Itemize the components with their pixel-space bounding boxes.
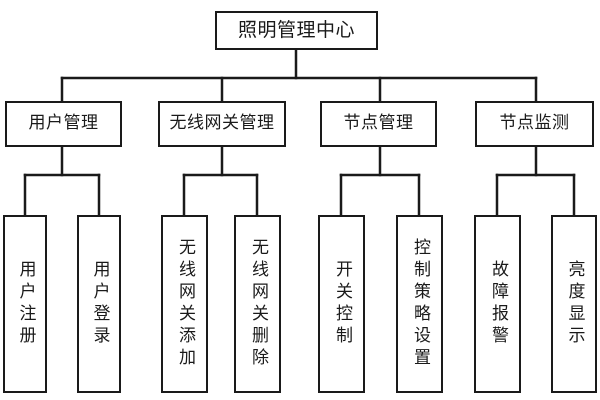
node-branch-node-management[interactable]: 节点管理 <box>320 101 437 147</box>
node-leaf-5-label: 开关控制 <box>332 260 352 348</box>
node-branch-node-monitoring[interactable]: 节点监测 <box>475 101 594 147</box>
node-leaf-6-label: 控制策略设置 <box>410 238 430 370</box>
node-leaf-fault-alarm[interactable]: 故障报警 <box>474 215 521 393</box>
node-leaf-user-registration[interactable]: 用户注册 <box>3 215 47 393</box>
node-leaf-brightness-display[interactable]: 亮度显示 <box>551 215 597 393</box>
node-leaf-gateway-delete[interactable]: 无线网关删除 <box>234 215 281 393</box>
node-root-label: 照明管理中心 <box>237 18 355 41</box>
node-leaf-switch-control[interactable]: 开关控制 <box>318 215 365 393</box>
node-leaf-2-label: 用户登录 <box>89 260 110 348</box>
node-root[interactable]: 照明管理中心 <box>215 11 378 50</box>
node-leaf-8-label: 亮度显示 <box>564 260 585 348</box>
node-leaf-4-label: 无线网关删除 <box>248 238 268 370</box>
node-leaf-1-label: 用户注册 <box>15 260 36 348</box>
node-leaf-3-label: 无线网关添加 <box>175 238 195 370</box>
node-branch-user-management[interactable]: 用户管理 <box>5 101 122 147</box>
node-branch-2-label: 无线网关管理 <box>169 113 275 134</box>
node-branch-3-label: 节点管理 <box>343 113 414 134</box>
node-branch-4-label: 节点监测 <box>499 113 570 134</box>
node-leaf-user-login[interactable]: 用户登录 <box>77 215 121 393</box>
node-leaf-7-label: 故障报警 <box>488 260 508 348</box>
node-branch-1-label: 用户管理 <box>28 113 99 134</box>
node-leaf-control-strategy-setting[interactable]: 控制策略设置 <box>396 215 443 393</box>
node-leaf-gateway-add[interactable]: 无线网关添加 <box>161 215 208 393</box>
node-branch-wireless-gateway-management[interactable]: 无线网关管理 <box>158 101 286 147</box>
